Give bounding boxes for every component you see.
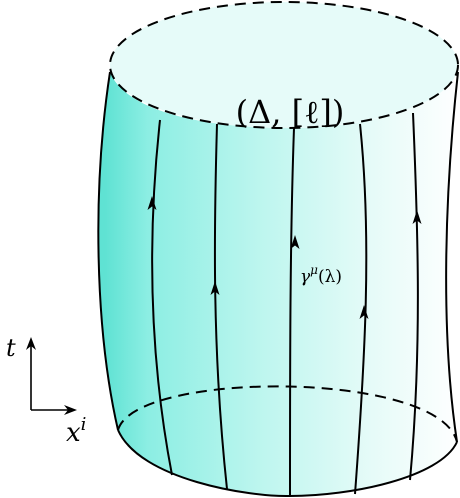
- worldline-3: [289, 127, 295, 497]
- worldline-5: [409, 112, 419, 481]
- curve-label-symbol: γ: [300, 267, 311, 287]
- axis-vertical-label: t: [6, 334, 16, 362]
- worldline-4-arrow: [359, 305, 369, 319]
- worldline-3-arrow: [290, 235, 300, 249]
- worldline-4: [354, 123, 368, 495]
- cylinder-surface: [98, 72, 458, 497]
- axis-horizontal-superscript: i: [81, 414, 87, 435]
- worldline-2: [213, 123, 228, 490]
- axis-horizontal-arrowhead: [64, 405, 77, 415]
- cylinder-left-wall: [97, 71, 119, 431]
- boundary-label: (Δ, [ℓ]): [236, 93, 345, 131]
- worldline-1-arrow: [147, 196, 157, 210]
- curve-label-argument: (λ): [318, 267, 342, 287]
- curve-label: γμ(λ): [300, 263, 342, 287]
- worldline-2-arrow: [210, 281, 220, 295]
- top-cap: [109, 1, 459, 129]
- cylinder-right-wall: [445, 71, 459, 443]
- worldline-5-arrow: [412, 210, 422, 224]
- axis-horizontal-label: xi: [66, 414, 86, 448]
- curve-label-superscript: μ: [310, 263, 318, 277]
- axis-horizontal-symbol: x: [66, 418, 81, 448]
- axis-vertical-arrowhead: [26, 337, 36, 350]
- worldline-1: [151, 119, 173, 476]
- bottom-rim-front: [117, 429, 458, 498]
- bottom-rim-back: [117, 385, 458, 443]
